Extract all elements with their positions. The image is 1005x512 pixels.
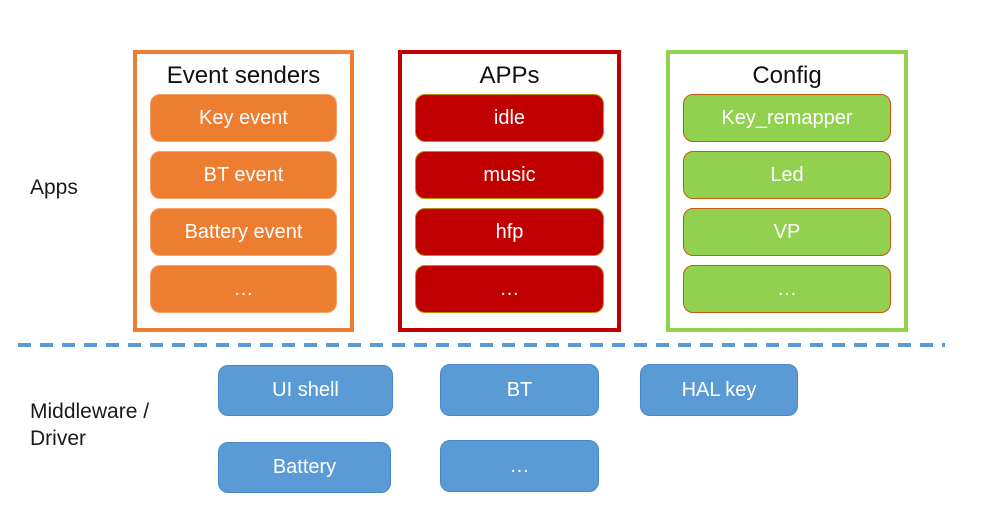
bt-event-node: BT event bbox=[150, 151, 337, 199]
battery-node: Battery bbox=[218, 442, 391, 493]
idle-node: idle bbox=[415, 94, 604, 142]
middleware-label-line1: Middleware / bbox=[30, 400, 150, 423]
config-group-box: Config Key_remapper Led VP … bbox=[666, 50, 908, 332]
battery-event-node: Battery event bbox=[150, 208, 337, 256]
event-senders-more-node: … bbox=[150, 265, 337, 313]
apps-group-title: APPs bbox=[479, 62, 540, 89]
config-group-title: Config bbox=[752, 62, 822, 89]
led-node: Led bbox=[683, 151, 891, 199]
event-senders-group-box: Event senders Key event BT event Battery… bbox=[133, 50, 354, 332]
apps-layer-label: Apps bbox=[30, 176, 78, 199]
apps-group-box: APPs idle music hfp … bbox=[398, 50, 621, 332]
apps-more-node: … bbox=[415, 265, 604, 313]
layer-divider-dashed-line bbox=[18, 343, 945, 347]
key-event-node: Key event bbox=[150, 94, 337, 142]
middleware-driver-layer-label: Middleware / Driver bbox=[30, 398, 149, 452]
music-node: music bbox=[415, 151, 604, 199]
hfp-node: hfp bbox=[415, 208, 604, 256]
middleware-label-line2: Driver bbox=[30, 427, 86, 450]
ui-shell-node: UI shell bbox=[218, 365, 393, 416]
vp-node: VP bbox=[683, 208, 891, 256]
event-senders-group-title: Event senders bbox=[166, 62, 321, 89]
bt-node: BT bbox=[440, 364, 599, 416]
config-more-node: … bbox=[683, 265, 891, 313]
middleware-more-node: … bbox=[440, 440, 599, 492]
hal-key-node: HAL key bbox=[640, 364, 798, 416]
key-remapper-node: Key_remapper bbox=[683, 94, 891, 142]
